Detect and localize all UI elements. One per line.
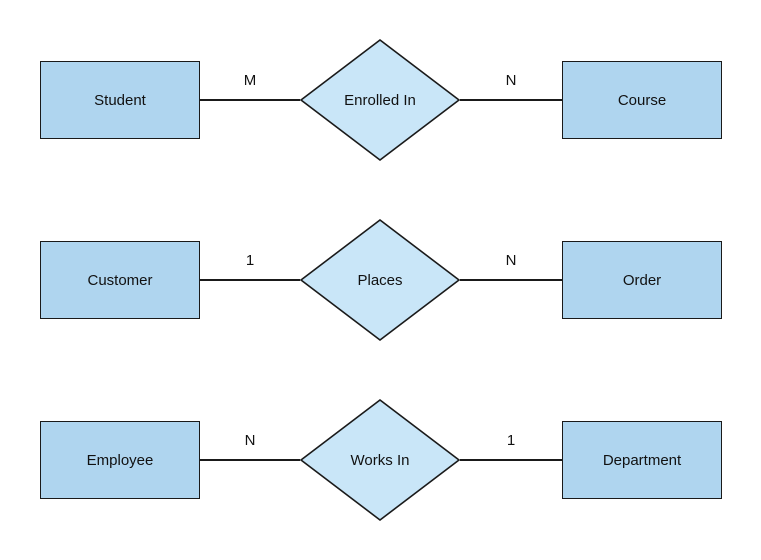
diamond-shape xyxy=(300,39,460,161)
connector-line-right xyxy=(460,459,562,461)
connector-line-left xyxy=(200,459,300,461)
entity-course: Course xyxy=(562,61,722,139)
relationship-label: Works In xyxy=(350,451,410,469)
connector-line-right xyxy=(460,279,562,281)
connector-line-left xyxy=(200,99,300,101)
cardinality-label-right: N xyxy=(505,72,517,89)
cardinality-label-right: 1 xyxy=(506,432,516,449)
relationship-row-student-course: Student M Enrolled In N Course xyxy=(0,39,761,161)
entity-customer: Customer xyxy=(40,241,200,319)
connector-line-right xyxy=(460,99,562,101)
entity-student: Student xyxy=(40,61,200,139)
entity-student-label: Student xyxy=(94,91,146,109)
cardinality-label-left: M xyxy=(243,72,257,89)
relationship-label: Places xyxy=(357,271,403,289)
relationship-label: Enrolled In xyxy=(344,91,416,109)
cardinality-label-left: 1 xyxy=(245,252,255,269)
relationship-works-in: Works In xyxy=(300,399,460,521)
entity-order-label: Order xyxy=(622,271,662,289)
entity-department-label: Department xyxy=(602,451,682,469)
relationship-enrolled-in: Enrolled In xyxy=(300,39,460,161)
entity-department: Department xyxy=(562,421,722,499)
diamond-shape xyxy=(300,399,460,521)
relationship-places: Places xyxy=(300,219,460,341)
entity-employee-label: Employee xyxy=(86,451,154,469)
relationship-row-employee-department: Employee N Works In 1 Department xyxy=(0,399,761,521)
connector-line-left xyxy=(200,279,300,281)
cardinality-label-left: N xyxy=(244,432,256,449)
relationship-row-customer-order: Customer 1 Places N Order xyxy=(0,219,761,341)
entity-employee: Employee xyxy=(40,421,200,499)
entity-order: Order xyxy=(562,241,722,319)
entity-customer-label: Customer xyxy=(87,271,153,289)
entity-course-label: Course xyxy=(617,91,667,109)
cardinality-label-right: N xyxy=(505,252,517,269)
diamond-shape xyxy=(300,219,460,341)
